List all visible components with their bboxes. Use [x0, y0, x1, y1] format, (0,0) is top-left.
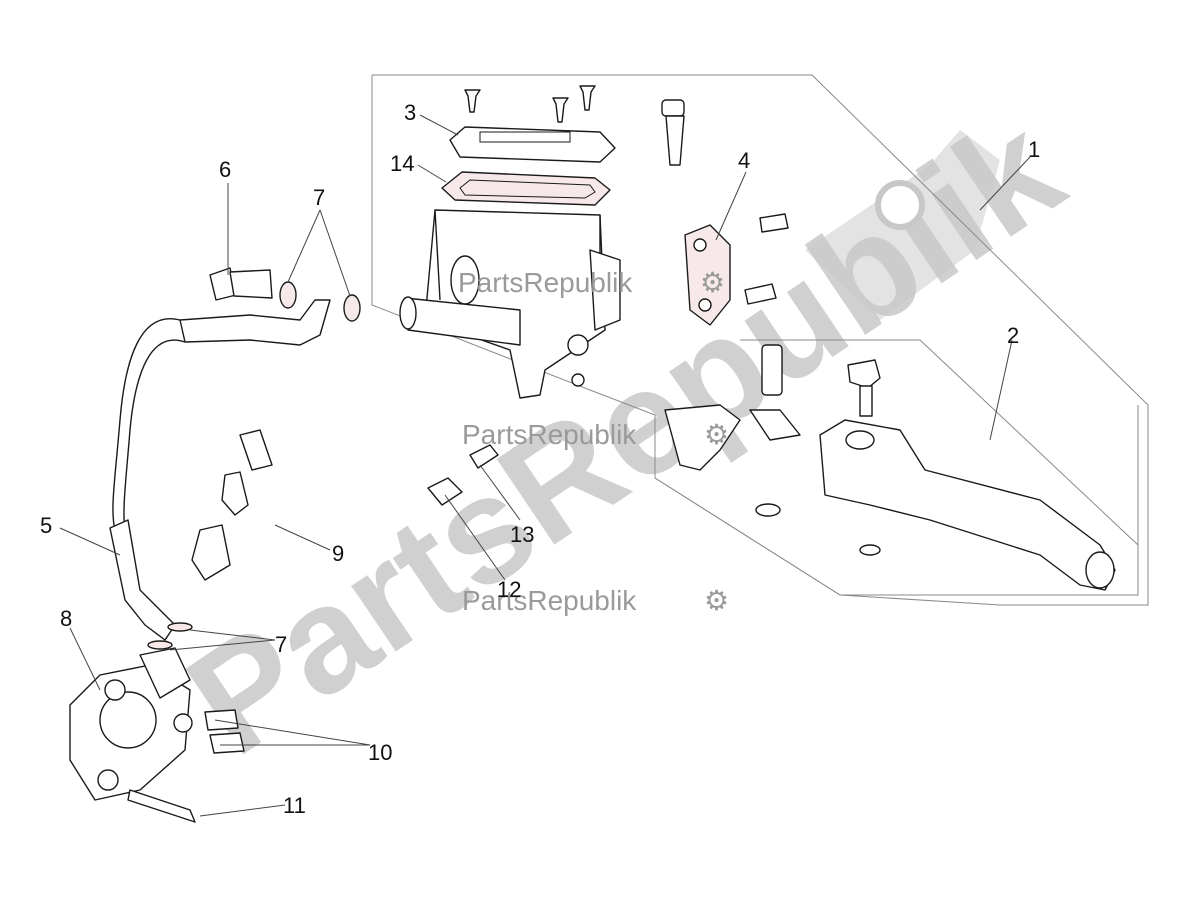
reservoir-gasket: [441, 171, 611, 206]
callout-9: 9: [332, 541, 344, 566]
callout-2: 2: [1007, 323, 1019, 348]
master-cylinder: [399, 209, 621, 399]
callouts: 1 2 3 4 5 6 7 7 8 9 10 11 12 13 14: [40, 100, 1040, 818]
callout-6: 6: [219, 157, 231, 182]
callout-14: 14: [390, 151, 414, 176]
reservoir-cap: [449, 126, 616, 163]
frame-lever: [654, 405, 1139, 596]
watermark-small-1: PartsRepublik ⚙: [458, 267, 725, 298]
callout-11: 11: [283, 793, 306, 818]
push-rod: [427, 444, 499, 506]
watermark-gear-icon-2: ⚙: [704, 419, 729, 450]
callout-5: 5: [40, 513, 52, 538]
callout-4: 4: [738, 148, 750, 173]
watermark-small-text-2: PartsRepublik: [462, 419, 637, 450]
watermark-flag-icon: [805, 130, 1000, 320]
frame-lever-inner: [740, 339, 1139, 546]
watermark-small-3: PartsRepublik ⚙: [462, 585, 729, 616]
watermark-gear-icon-3: ⚙: [704, 585, 729, 616]
watermark-small-2: PartsRepublik ⚙: [462, 419, 729, 450]
bleeder-parts: [147, 429, 273, 650]
leader-lines: [59, 114, 1031, 817]
cap-screws: [464, 85, 596, 123]
watermark-small-text-1: PartsRepublik: [458, 267, 633, 298]
watermark-gear-icon-1: ⚙: [700, 267, 725, 298]
callout-13: 13: [510, 522, 534, 547]
callout-10: 10: [368, 740, 392, 765]
callout-7a: 7: [313, 185, 325, 210]
handlebar-clamp: [684, 213, 789, 326]
watermark-small-text-3: PartsRepublik: [462, 585, 637, 616]
slave-cylinder: [69, 647, 245, 823]
callout-8: 8: [60, 606, 72, 631]
callout-1: 1: [1028, 137, 1040, 162]
callout-3: 3: [404, 100, 416, 125]
clutch-lever: [664, 344, 1116, 591]
callout-12: 12: [497, 577, 521, 602]
callout-7b: 7: [275, 632, 287, 657]
hose-assembly: [109, 267, 361, 641]
pivot-bolt: [661, 99, 685, 166]
